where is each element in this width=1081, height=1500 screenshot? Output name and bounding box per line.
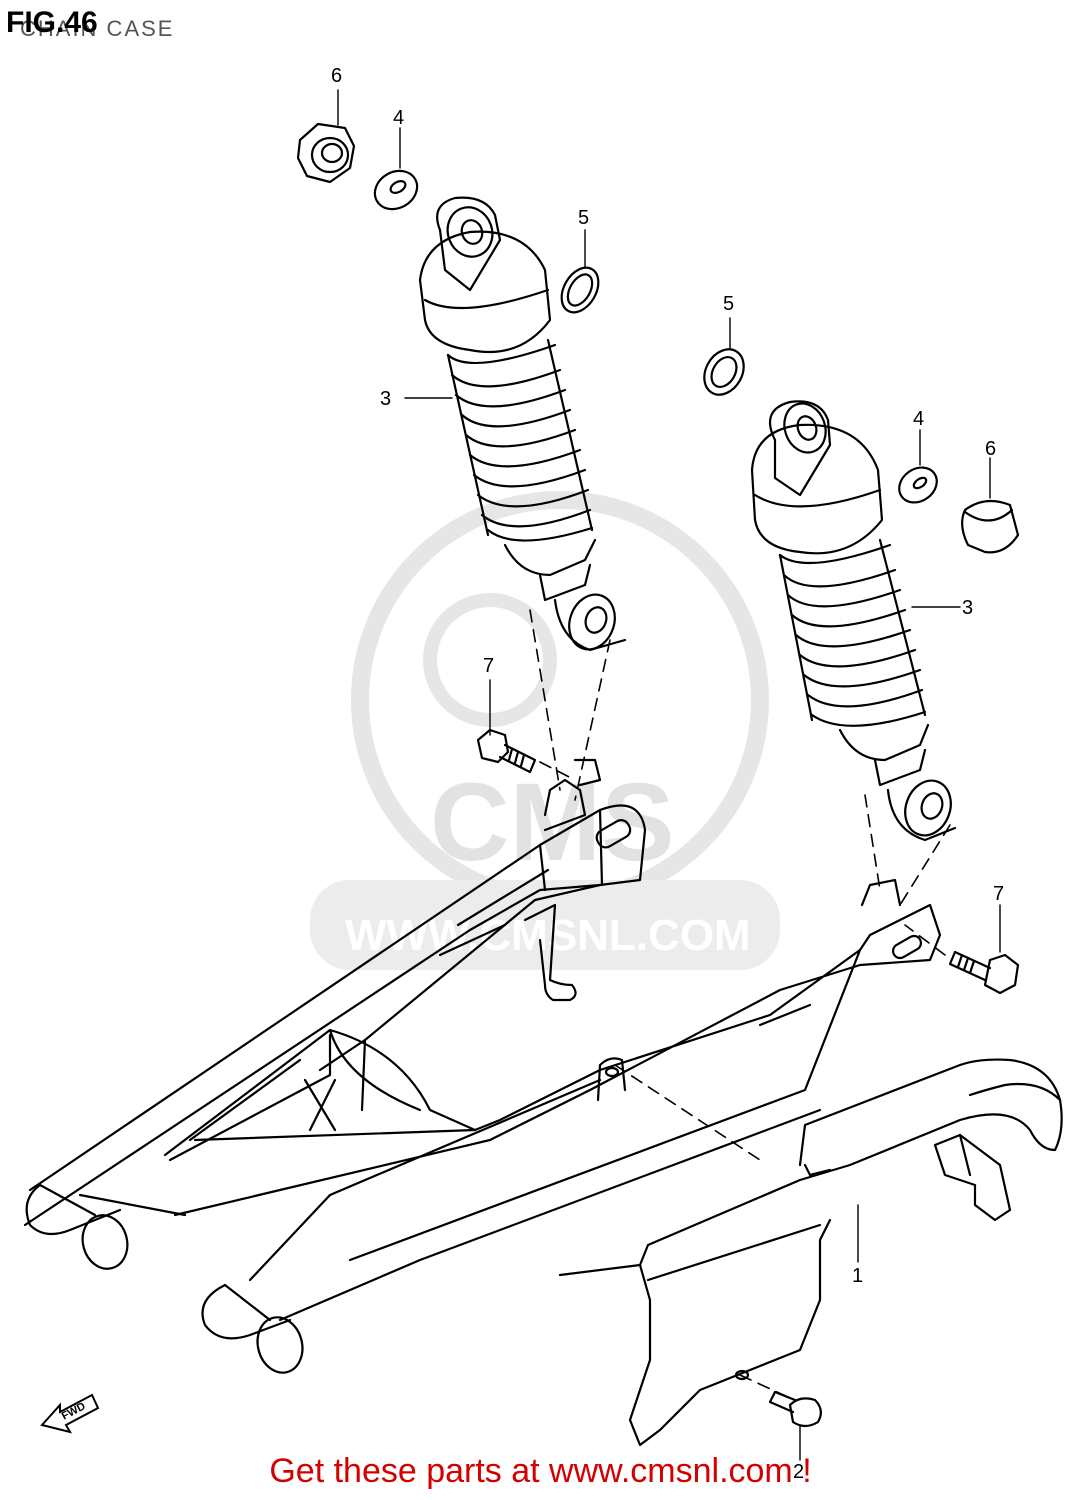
callout-7-left: 7 (483, 655, 494, 677)
nut-left (296, 122, 356, 184)
spacer-left (560, 266, 600, 314)
watermark-brand: CMS (430, 761, 674, 884)
watermark-logo: CMS WWW.CMSNL.COM (310, 491, 780, 970)
callout-3-left: 3 (380, 388, 391, 410)
callout-1: 1 (852, 1265, 863, 1287)
callout-6-left: 6 (331, 65, 342, 87)
bolt-bottom (768, 1390, 822, 1428)
callout-4-left: 4 (393, 107, 404, 129)
callout-6-right: 6 (985, 438, 996, 460)
fwd-arrow-icon: FWD (40, 1393, 100, 1434)
assembly-lines (529, 609, 951, 1399)
callout-7-right: 7 (993, 883, 1004, 905)
shock-absorber-right (750, 400, 957, 842)
callout-4-right: 4 (913, 408, 924, 430)
callout-2: 2 (793, 1461, 804, 1483)
cap-nut-right (961, 499, 1020, 554)
watermark-url: WWW.CMSNL.COM (345, 911, 751, 960)
washer-left (373, 169, 419, 211)
chain-case (558, 1058, 1063, 1447)
callout-5-left: 5 (578, 207, 589, 229)
callout-5-right: 5 (723, 293, 734, 315)
spacer-right (703, 348, 745, 396)
figure-title: FIG.46 (6, 6, 98, 39)
callout-3-right: 3 (962, 597, 973, 619)
footer-promo-text: Get these parts at www.cmsnl.com ! (269, 1452, 812, 1490)
shock-absorber-left (418, 196, 627, 652)
figure-subtitle: CHAIN CASE (20, 16, 175, 41)
leader-lines (337, 89, 1001, 1461)
bolt-right (948, 950, 1020, 995)
swing-arm (23, 758, 942, 1374)
callout-labels: 6 4 5 5 4 6 3 3 7 7 1 2 (331, 65, 1004, 1483)
washer-right (898, 466, 938, 504)
